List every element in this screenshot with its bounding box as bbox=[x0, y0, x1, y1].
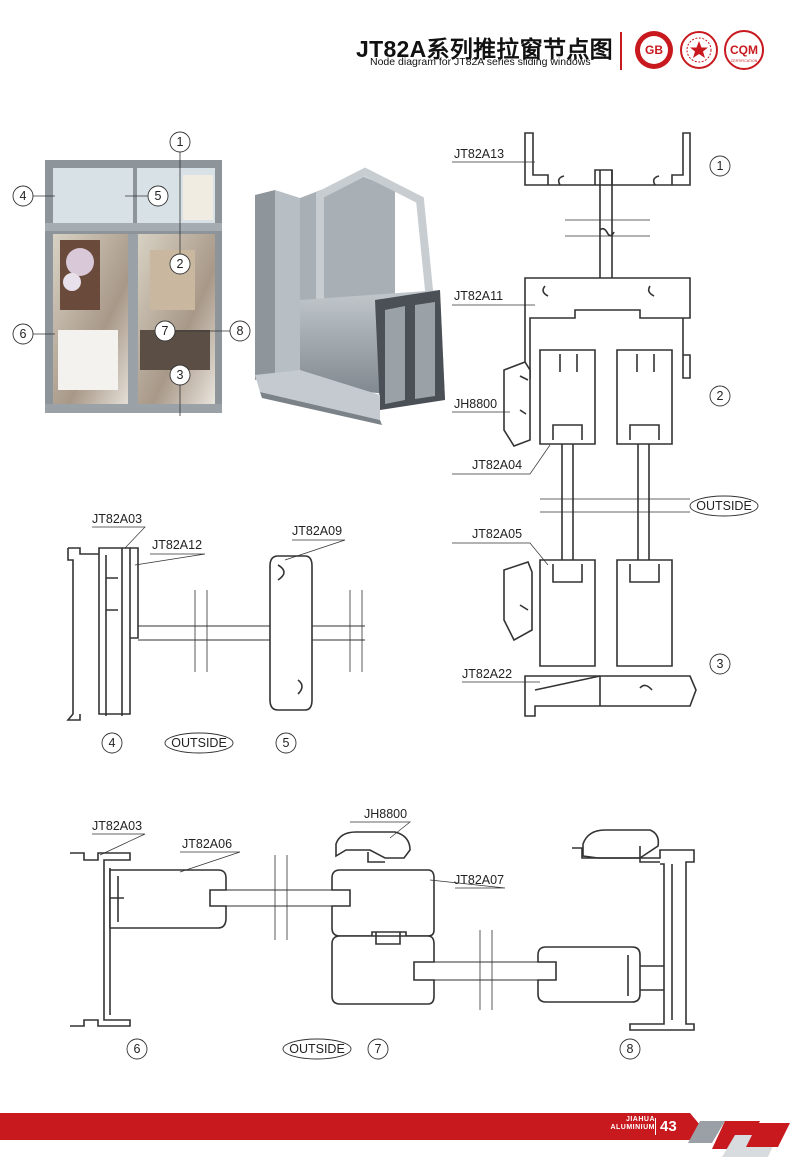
label-jh8800-bottom: JH8800 bbox=[364, 807, 407, 821]
svg-text:2: 2 bbox=[177, 257, 184, 271]
label-jt82a22: JT82A22 bbox=[462, 667, 512, 681]
marker-3-photo: 3 bbox=[169, 364, 191, 386]
marker-6-section: 6 bbox=[126, 1038, 148, 1060]
marker-7-section: 7 bbox=[367, 1038, 389, 1060]
label-leaders bbox=[92, 161, 551, 889]
marker-4-section: 4 bbox=[101, 732, 123, 754]
svg-text:8: 8 bbox=[627, 1042, 634, 1056]
label-jt82a11: JT82A11 bbox=[454, 289, 503, 303]
outside-labels: OUTSIDE OUTSIDE OUTSIDE bbox=[164, 495, 759, 1060]
footer-band bbox=[0, 1113, 800, 1167]
profile-3d-render bbox=[255, 167, 445, 425]
svg-text:2: 2 bbox=[717, 389, 724, 403]
label-jt82a12: JT82A12 bbox=[152, 538, 202, 552]
marker-1-section: 1 bbox=[709, 155, 731, 177]
marker-2-section: 2 bbox=[709, 385, 731, 407]
svg-text:8: 8 bbox=[237, 324, 244, 338]
label-jt82a03-bottom: JT82A03 bbox=[92, 819, 142, 833]
section-678 bbox=[70, 829, 695, 1031]
label-jt82a06: JT82A06 bbox=[182, 837, 232, 851]
svg-text:4: 4 bbox=[109, 736, 116, 750]
marker-6-photo: 6 bbox=[12, 323, 34, 345]
label-jt82a07: JT82A07 bbox=[454, 873, 504, 887]
cqm-logo-subtext: CERTIFICATION bbox=[731, 59, 758, 63]
cqm-logo-text: CQM bbox=[730, 43, 758, 57]
marker-1-photo: 1 bbox=[169, 131, 191, 153]
gb-logo: GB bbox=[635, 31, 673, 69]
window-photo bbox=[45, 160, 222, 413]
page-title: JT82A系列推拉窗节点图 bbox=[356, 36, 613, 62]
footer-divider bbox=[655, 1118, 656, 1135]
page-subtitle: Node diagram for JT82A series sliding wi… bbox=[370, 56, 591, 68]
brand-line-1: JIAHUA bbox=[625, 1116, 655, 1123]
marker-5-section: 5 bbox=[275, 732, 297, 754]
header-divider bbox=[620, 32, 622, 70]
section-45 bbox=[66, 547, 365, 721]
label-jh8800-top: JH8800 bbox=[454, 397, 497, 411]
marker-4-photo: 4 bbox=[12, 185, 34, 207]
gb-logo-text: GB bbox=[645, 43, 663, 57]
svg-text:6: 6 bbox=[134, 1042, 141, 1056]
svg-text:3: 3 bbox=[177, 368, 184, 382]
outside-label-bottom: OUTSIDE bbox=[289, 1042, 345, 1056]
svg-text:5: 5 bbox=[283, 736, 290, 750]
svg-text:5: 5 bbox=[155, 189, 162, 203]
brand-line-2: ALUMINIUM bbox=[610, 1124, 655, 1131]
svg-text:1: 1 bbox=[717, 159, 724, 173]
outside-label-middle: OUTSIDE bbox=[171, 736, 227, 750]
svg-text:4: 4 bbox=[20, 189, 27, 203]
marker-7-photo: 7 bbox=[154, 320, 176, 342]
marker-3-section: 3 bbox=[709, 653, 731, 675]
certification-seal bbox=[680, 31, 718, 69]
marker-2-photo: 2 bbox=[169, 253, 191, 275]
section-123 bbox=[503, 132, 697, 717]
label-jt82a05: JT82A05 bbox=[472, 527, 522, 541]
cqm-logo: CQM CERTIFICATION bbox=[724, 30, 764, 70]
svg-text:3: 3 bbox=[717, 657, 724, 671]
label-jt82a04: JT82A04 bbox=[472, 458, 522, 472]
marker-8-section: 8 bbox=[619, 1038, 641, 1060]
photo-leader-lines bbox=[33, 152, 230, 416]
footer-brand: JIAHUA ALUMINIUM bbox=[610, 1116, 655, 1132]
svg-text:7: 7 bbox=[162, 324, 169, 338]
svg-text:1: 1 bbox=[177, 135, 184, 149]
marker-group: 1 4 5 2 6 7 8 3 1 2 3 4 5 6 7 8 bbox=[12, 131, 731, 1060]
outside-label-right: OUTSIDE bbox=[696, 499, 752, 513]
label-jt82a13: JT82A13 bbox=[454, 147, 504, 161]
label-jt82a09: JT82A09 bbox=[292, 524, 342, 538]
profile-label-group: JT82A13 JT82A11 JH8800 JT82A04 JT82A05 J… bbox=[92, 147, 522, 887]
page-number: 43 bbox=[660, 1118, 677, 1135]
marker-8-photo: 8 bbox=[229, 320, 251, 342]
svg-text:7: 7 bbox=[375, 1042, 382, 1056]
svg-text:6: 6 bbox=[20, 327, 27, 341]
marker-5-photo: 5 bbox=[147, 185, 169, 207]
label-jt82a03-mid: JT82A03 bbox=[92, 512, 142, 526]
